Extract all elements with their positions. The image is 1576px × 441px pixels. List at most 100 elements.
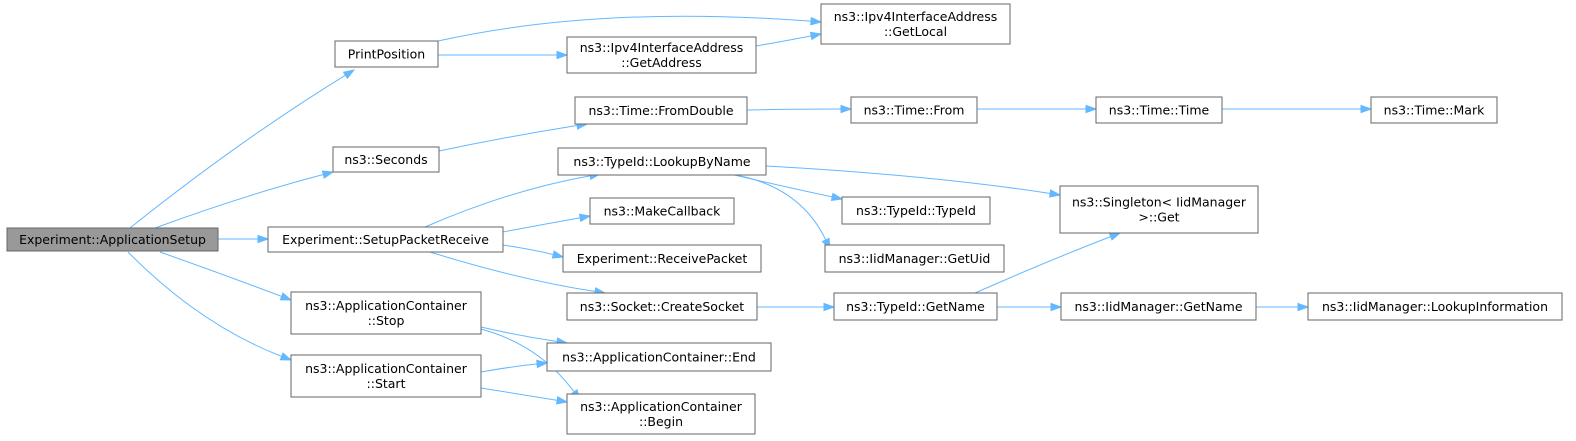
node-box <box>1370 96 1498 124</box>
node-label: ns3::ApplicationContainer <box>305 298 468 313</box>
node-label: ns3::Time::Mark <box>1384 103 1485 118</box>
node-label: ns3::Time::FromDouble <box>588 103 733 118</box>
node-root[interactable]: Experiment::ApplicationSetup <box>6 227 219 252</box>
node-receivepacket[interactable]: Experiment::ReceivePacket <box>562 244 762 273</box>
node-singletonget[interactable]: ns3::Singleton< IidManager>::Get <box>1059 185 1259 234</box>
node-label: ns3::ApplicationContainer <box>305 361 468 376</box>
node-box <box>334 40 439 68</box>
edge-lookupbyname-to-singletonget <box>765 165 1062 198</box>
node-box <box>566 393 756 435</box>
node-getlocal[interactable]: ns3::Ipv4InterfaceAddress::GetLocal <box>820 3 1011 45</box>
node-iidgetname[interactable]: ns3::IidManager::GetName <box>1060 292 1257 321</box>
node-seconds[interactable]: ns3::Seconds <box>332 146 440 173</box>
node-box <box>850 96 978 124</box>
node-appstop[interactable]: ns3::ApplicationContainer::Stop <box>290 291 482 335</box>
edge-timetime-to-timemark <box>1222 104 1373 114</box>
node-label: ns3::TypeId::GetName <box>846 299 985 314</box>
node-box <box>1307 292 1563 321</box>
node-label: ns3::Socket::CreateSocket <box>580 299 745 314</box>
edge-timefrom-to-timetime <box>977 104 1098 114</box>
node-appstart[interactable]: ns3::ApplicationContainer::Start <box>290 354 482 398</box>
edge-lookupbyname-to-typeidtypeid <box>729 173 844 202</box>
node-label: ns3::IidManager::GetUid <box>839 251 991 266</box>
edge-root-to-appstart <box>127 251 293 361</box>
edge-seconds-to-fromdouble <box>438 121 589 152</box>
node-makecallback[interactable]: ns3::MakeCallback <box>589 197 735 225</box>
node-box <box>546 342 772 372</box>
node-printposition[interactable]: PrintPosition <box>334 40 439 68</box>
node-box <box>562 244 762 273</box>
node-label: ns3::Singleton< IidManager <box>1072 195 1247 210</box>
node-label: ns3::TypeId::TypeId <box>856 203 976 218</box>
node-setuppacketreceive[interactable]: Experiment::SetupPacketReceive <box>267 226 504 253</box>
node-box <box>841 196 991 225</box>
node-label: ::Begin <box>639 414 683 429</box>
node-label: PrintPosition <box>348 47 425 62</box>
node-label: ::GetLocal <box>884 24 947 39</box>
call-nodes: Experiment::ApplicationSetup PrintPositio… <box>6 3 1563 435</box>
node-label: ::GetAddress <box>621 55 701 70</box>
node-label: ns3::Time::Time <box>1109 103 1210 118</box>
node-append[interactable]: ns3::ApplicationContainer::End <box>546 342 772 372</box>
edge-getaddress-to-getlocal <box>755 31 823 47</box>
node-label: ns3::MakeCallback <box>604 204 722 219</box>
node-timefrom[interactable]: ns3::Time::From <box>850 96 978 124</box>
node-typeidgetname[interactable]: ns3::TypeId::GetName <box>833 292 998 321</box>
node-timetime[interactable]: ns3::Time::Time <box>1095 96 1223 124</box>
node-label: ns3::IidManager::GetName <box>1074 299 1242 314</box>
node-box <box>290 354 482 398</box>
node-appbegin[interactable]: ns3::ApplicationContainer::Begin <box>566 393 756 435</box>
node-label: ns3::Seconds <box>344 152 427 167</box>
node-label: Experiment::SetupPacketReceive <box>282 232 489 247</box>
edge-setuppacketreceive-to-makecallback <box>502 213 592 233</box>
edge-root-to-appstop <box>159 251 293 301</box>
node-getuid[interactable]: ns3::IidManager::GetUid <box>824 244 1005 273</box>
edge-appstart-to-appbegin <box>480 387 569 405</box>
node-box <box>1060 292 1257 321</box>
node-box <box>574 96 748 125</box>
node-box <box>1059 185 1259 234</box>
node-box <box>6 227 219 252</box>
node-box <box>1095 96 1223 124</box>
node-lookupbyname[interactable]: ns3::TypeId::LookupByName <box>557 147 767 176</box>
node-label: ns3::ApplicationContainer <box>580 399 743 414</box>
node-box <box>566 292 758 321</box>
node-box <box>824 244 1005 273</box>
edge-appstart-to-append <box>480 359 549 373</box>
edge-root-to-seconds <box>154 170 335 229</box>
edge-setuppacketreceive-to-receivepacket <box>502 244 565 259</box>
node-label: Experiment::ReceivePacket <box>577 251 748 266</box>
edge-createsocket-to-typeidgetname <box>756 302 836 312</box>
node-timemark[interactable]: ns3::Time::Mark <box>1370 96 1498 124</box>
node-lookupinformation[interactable]: ns3::IidManager::LookupInformation <box>1307 292 1563 321</box>
node-box <box>566 36 757 74</box>
edge-root-to-setuppacketreceive <box>218 234 270 244</box>
edge-typeidgetname-to-iidgetname <box>996 302 1063 312</box>
edge-iidgetname-to-lookupinformation <box>1255 302 1310 312</box>
node-getaddress[interactable]: ns3::Ipv4InterfaceAddress::GetAddress <box>566 36 757 74</box>
node-createsocket[interactable]: ns3::Socket::CreateSocket <box>566 292 758 321</box>
node-label: ns3::IidManager::LookupInformation <box>1322 299 1548 314</box>
edge-root-to-printposition <box>129 69 356 229</box>
node-label: ::Stop <box>368 313 405 328</box>
node-fromdouble[interactable]: ns3::Time::FromDouble <box>574 96 748 125</box>
node-box <box>833 292 998 321</box>
edge-typeidgetname-to-singletonget <box>974 232 1122 294</box>
node-label: ::Start <box>367 376 406 391</box>
edge-appstop-to-append <box>480 326 569 346</box>
node-label: ns3::Time::From <box>864 103 965 118</box>
node-label: Experiment::ApplicationSetup <box>19 232 206 247</box>
node-box <box>267 226 504 253</box>
node-label: ns3::ApplicationContainer::End <box>562 350 756 365</box>
node-typeidtypeid[interactable]: ns3::TypeId::TypeId <box>841 196 991 225</box>
edge-printposition-to-getaddress <box>438 50 569 60</box>
edge-printposition-to-getlocal <box>437 15 823 42</box>
edge-fromdouble-to-timefrom <box>746 104 853 114</box>
node-label: ns3::Ipv4InterfaceAddress <box>834 9 998 24</box>
node-box <box>589 197 735 225</box>
node-label: ns3::Ipv4InterfaceAddress <box>580 40 744 55</box>
node-label: >::Get <box>1138 210 1179 225</box>
node-box <box>290 291 482 335</box>
node-label: ns3::TypeId::LookupByName <box>573 154 750 169</box>
